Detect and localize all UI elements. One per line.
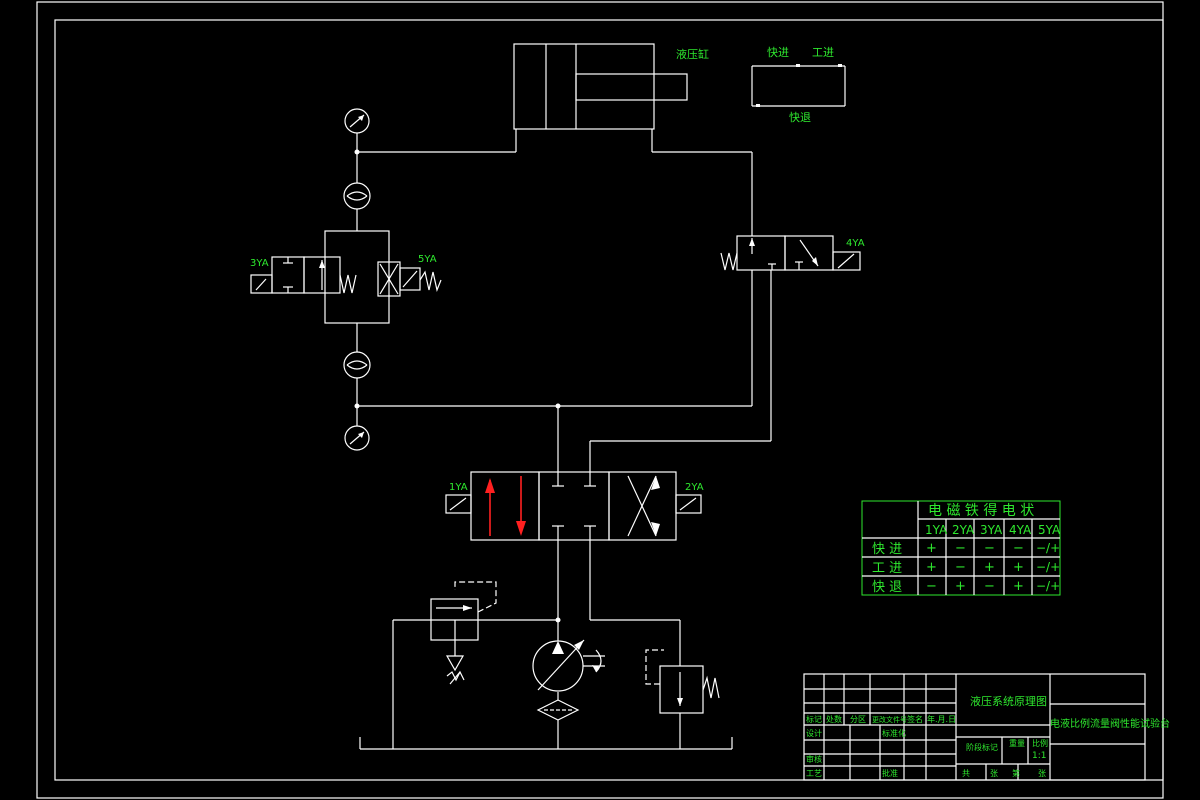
cycle-diagram xyxy=(751,64,846,107)
table-cell: − xyxy=(955,541,966,556)
table-cell: − xyxy=(926,579,937,594)
table-header-2: 2YA xyxy=(952,523,975,537)
tb-label-design: 设计 xyxy=(806,728,822,738)
table-cell: + xyxy=(984,560,995,575)
valve-4ya xyxy=(720,235,861,271)
cycle-fast-return: 快退 xyxy=(789,111,811,124)
tb-label-mark: 标记 xyxy=(806,714,822,724)
hydraulic-cylinder xyxy=(513,43,688,152)
relief-valve-right xyxy=(645,649,720,714)
table-cell: + xyxy=(926,560,937,575)
cylinder-label: 液压缸 xyxy=(676,47,709,61)
flow-meter-upper-icon xyxy=(343,182,371,210)
tb-label-change-doc: 更改文件号 xyxy=(872,715,907,724)
solenoid-4ya-label: 4YA xyxy=(846,238,865,249)
proportional-flow-valve xyxy=(250,230,442,324)
title-block xyxy=(803,673,1146,781)
pressure-gauge-top-icon xyxy=(344,108,370,134)
table-cell: − xyxy=(955,560,966,575)
solenoid-table-title: 电 磁 铁 得 电 状 xyxy=(928,502,1034,519)
filter-icon xyxy=(536,699,580,721)
table-cell: −/+ xyxy=(1036,579,1060,593)
solenoid-1ya-label: 1YA xyxy=(449,482,468,493)
table-header-4: 4YA xyxy=(1009,523,1032,537)
solenoid-table xyxy=(861,500,1061,596)
tb-label-std: 标准化 xyxy=(882,728,906,738)
directional-valve xyxy=(445,471,702,541)
cycle-work-feed: 工进 xyxy=(812,46,834,59)
cycle-fast-forward: 快进 xyxy=(767,46,789,59)
tb-label-total: 共 xyxy=(962,769,970,778)
tb-label-stage: 阶段标记 xyxy=(966,742,998,752)
tb-label-sheets: 张 xyxy=(990,769,998,778)
table-cell: − xyxy=(984,541,995,556)
flow-meter-lower-icon xyxy=(343,351,371,379)
tb-label-review: 审核 xyxy=(806,754,822,764)
drawing-title: 液压系统原理图 xyxy=(970,694,1047,708)
solenoid-2ya-label: 2YA xyxy=(685,482,704,493)
table-cell: + xyxy=(1013,579,1024,594)
table-row-action: 快 进 xyxy=(872,542,902,557)
outer-border xyxy=(36,1,1164,799)
pressure-gauge-bottom-icon xyxy=(344,425,370,451)
table-header-3: 3YA xyxy=(980,523,1003,537)
scale-value: 1:1 xyxy=(1032,751,1046,761)
table-cell: − xyxy=(1013,541,1024,556)
table-row-action: 快 退 xyxy=(872,580,902,595)
solenoid-5ya-label: 5YA xyxy=(418,254,437,265)
table-cell: − xyxy=(984,579,995,594)
project-name: 电液比例流量阀性能试验台 xyxy=(1050,717,1170,730)
pipelines xyxy=(354,133,772,750)
tb-label-sheet-no: 第 xyxy=(1012,768,1020,778)
table-row-action: 工 进 xyxy=(872,561,902,576)
tb-label-weight: 重量 xyxy=(1009,738,1025,748)
tb-label-sign: 签名 xyxy=(907,714,923,724)
tb-label-ratio: 比例 xyxy=(1032,738,1048,748)
tb-label-zone: 分区 xyxy=(850,715,866,724)
tb-label-count: 处数 xyxy=(826,714,842,724)
table-cell: + xyxy=(1013,560,1024,575)
variable-pump-icon xyxy=(532,639,605,692)
tb-label-process: 工艺 xyxy=(806,769,822,778)
table-cell: + xyxy=(926,541,937,556)
relief-valve-left xyxy=(430,581,497,685)
tb-label-sheet: 张 xyxy=(1038,769,1046,778)
table-cell: −/+ xyxy=(1036,541,1060,555)
table-header-5: 5YA xyxy=(1038,523,1061,537)
table-header-1: 1YA xyxy=(925,523,948,537)
inner-frame xyxy=(54,19,1164,781)
tb-label-date: 年.月.日 xyxy=(927,714,956,724)
tb-label-approve: 批准 xyxy=(882,768,898,778)
table-cell: −/+ xyxy=(1036,560,1060,574)
solenoid-3ya-label: 3YA xyxy=(250,258,269,269)
table-cell: + xyxy=(955,579,966,594)
